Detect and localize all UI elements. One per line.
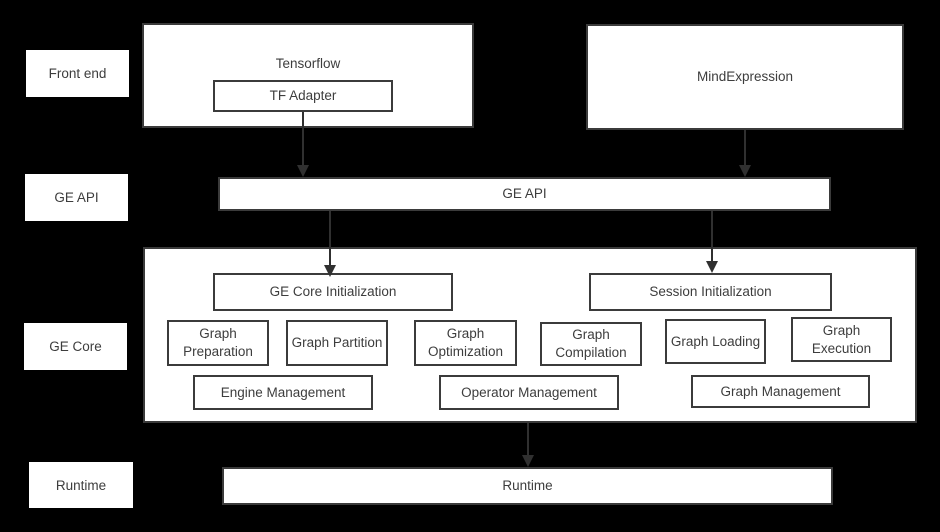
arrow-shaft	[329, 211, 331, 266]
layer-label-front-end: Front end	[26, 50, 129, 97]
arrow-head-icon	[324, 265, 336, 277]
arrow-head-icon	[706, 261, 718, 273]
runtime-bar: Runtime	[222, 467, 833, 505]
arrow-ge-api-to-session-init	[705, 211, 719, 273]
graph-compilation-box: Graph Compilation	[540, 322, 642, 366]
arrow-ge-api-to-ge-core-init	[323, 211, 337, 277]
tensorflow-label: Tensorflow	[275, 56, 341, 71]
tensorflow-box: Tensorflow TF Adapter	[142, 23, 474, 128]
arrow-head-icon	[739, 165, 751, 177]
layer-label-runtime: Runtime	[29, 462, 133, 508]
graph-preparation-box: Graph Preparation	[167, 320, 269, 366]
ge-core-container: GE Core Initialization Session Initializ…	[143, 247, 917, 423]
arrow-shaft	[302, 112, 304, 166]
graph-execution-box: Graph Execution	[791, 317, 892, 362]
arrow-shaft	[527, 423, 529, 456]
graph-optimization-box: Graph Optimization	[414, 320, 517, 366]
tf-adapter-box: TF Adapter	[213, 80, 393, 112]
arrow-shaft	[744, 130, 746, 166]
session-initialization-box: Session Initialization	[589, 273, 832, 311]
arrow-shaft	[711, 211, 713, 262]
arrow-head-icon	[297, 165, 309, 177]
arrow-mindexpression-to-ge-api	[738, 130, 752, 177]
arrow-ge-core-to-runtime	[521, 423, 535, 467]
ge-api-bar: GE API	[218, 177, 831, 211]
mindexpression-box: MindExpression	[586, 24, 904, 130]
ge-core-initialization-box: GE Core Initialization	[213, 273, 453, 311]
layer-label-ge-core: GE Core	[24, 323, 127, 370]
operator-management-box: Operator Management	[439, 375, 619, 410]
layer-label-ge-api: GE API	[25, 174, 128, 221]
graph-partition-box: Graph Partition	[286, 320, 388, 366]
graph-loading-box: Graph Loading	[665, 319, 766, 364]
arrow-tf-adapter-to-ge-api	[296, 112, 310, 177]
arrow-head-icon	[522, 455, 534, 467]
engine-management-box: Engine Management	[193, 375, 373, 410]
graph-management-box: Graph Management	[691, 375, 870, 408]
